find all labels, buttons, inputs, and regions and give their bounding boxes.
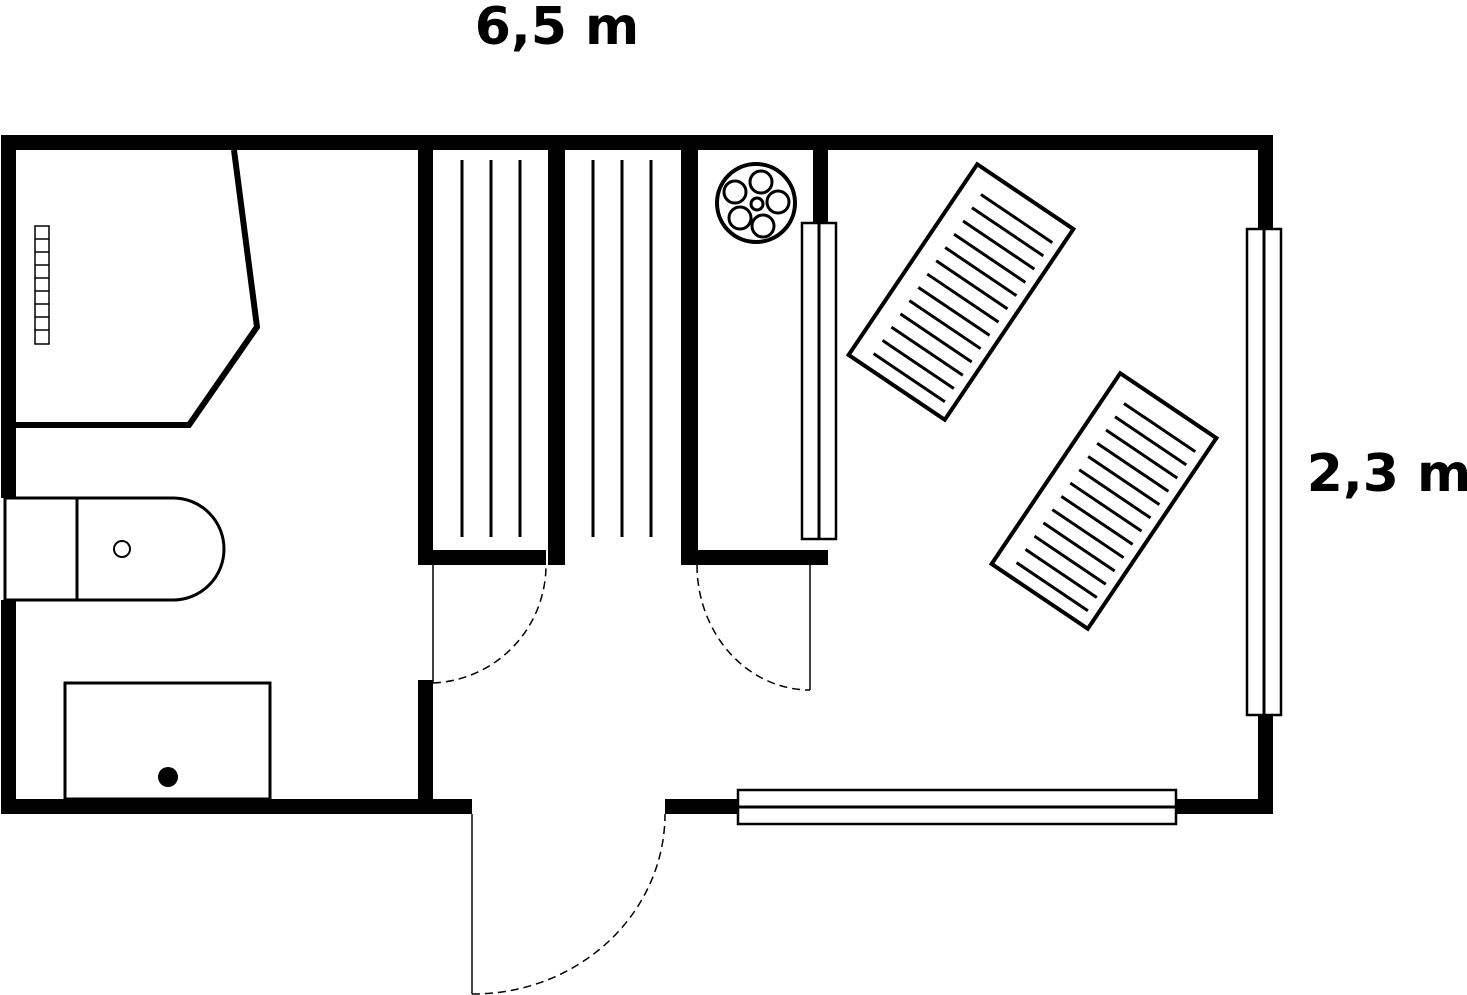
- entrance-door: [471, 813, 666, 995]
- bottom-wall-left: [1, 799, 472, 814]
- left-wall-lower: [1, 600, 16, 814]
- top-wall: [1, 135, 1273, 150]
- sauna-bench-right: [591, 160, 653, 537]
- sauna-partition: [813, 135, 828, 223]
- interior-walls: [418, 135, 828, 814]
- shower-drain-grate-icon: [34, 225, 50, 345]
- exterior-walls: [1, 135, 1273, 814]
- sauna-wall-bottom-right: [697, 550, 828, 565]
- bathroom-partition-lower: [418, 680, 433, 814]
- sauna-bench-left: [460, 160, 522, 537]
- bottom-wall-mid: [665, 799, 740, 814]
- window-bottom: [736, 788, 1178, 826]
- right-wall-upper: [1258, 135, 1273, 230]
- sink-cabinet-icon: [63, 681, 272, 801]
- right-wall-lower: [1258, 714, 1273, 814]
- sauna-wall-bottom-left: [418, 550, 546, 565]
- toilet-icon: [3, 496, 226, 602]
- bottom-wall-right: [1175, 799, 1273, 814]
- lounger-upper: [845, 161, 1077, 423]
- sauna-door-right: [696, 564, 811, 691]
- width-dimension-label: 2,3 m: [1307, 444, 1467, 504]
- length-dimension-label: 6,5 m: [475, 0, 639, 57]
- bench-divider-2: [681, 135, 698, 565]
- window-right: [1245, 227, 1283, 717]
- lounger-lower: [988, 370, 1220, 632]
- bathroom-partition-upper: [418, 135, 433, 565]
- left-wall-upper: [1, 135, 16, 498]
- sauna-door-left: [432, 564, 547, 684]
- shower-enclosure: [16, 149, 261, 428]
- sauna-stove-icon: [715, 162, 797, 244]
- bench-divider-1: [548, 135, 565, 565]
